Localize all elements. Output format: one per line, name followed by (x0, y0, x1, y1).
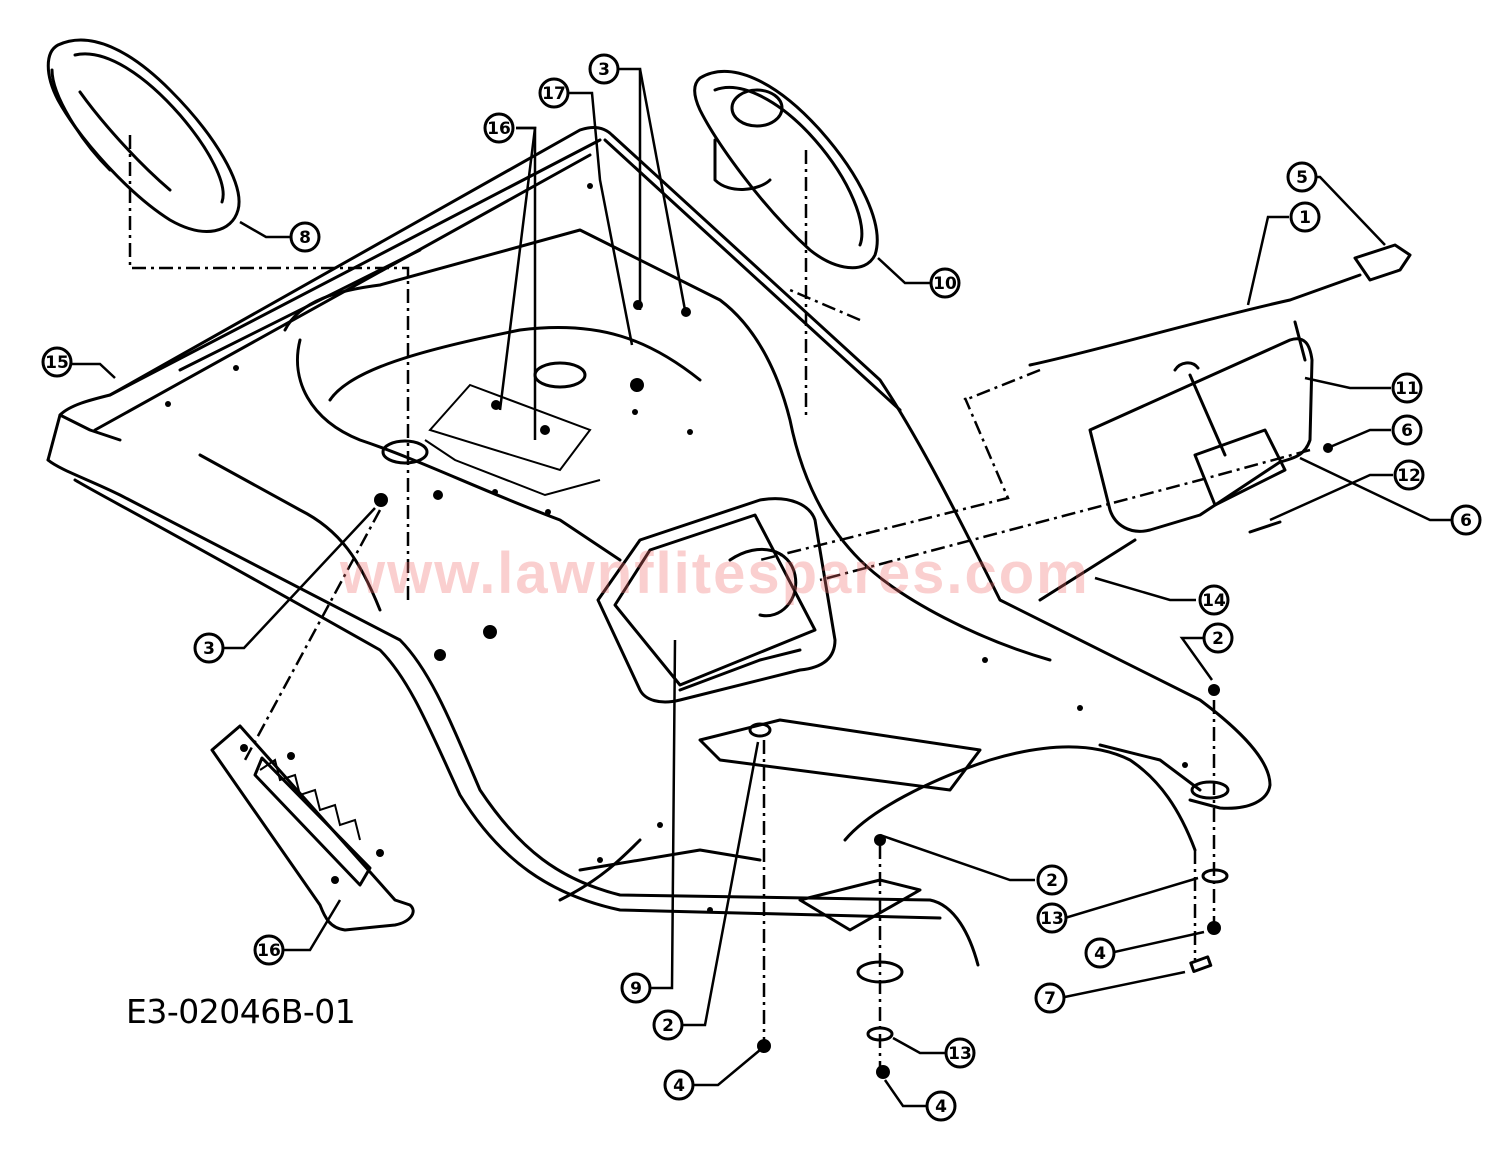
svg-text:4: 4 (935, 1097, 947, 1117)
callout-11: 11 (1391, 372, 1423, 404)
svg-text:16: 16 (257, 941, 281, 961)
assembly-lines (128, 135, 1311, 1075)
callout-4-bottom-right: 4 (925, 1090, 957, 1122)
callout-9: 9 (620, 972, 652, 1004)
svg-text:16: 16 (487, 119, 511, 139)
callout-4-bottom-left: 4 (663, 1069, 695, 1101)
callout-8: 8 (289, 221, 321, 253)
svg-text:2: 2 (1046, 871, 1058, 891)
callout-14: 14 (1198, 584, 1230, 616)
callout-17: 17 (538, 77, 570, 109)
part-headlight-left (46, 38, 241, 233)
svg-text:2: 2 (1212, 629, 1224, 649)
callout-16-top: 16 (483, 112, 515, 144)
part-grille-plate (210, 724, 415, 932)
callout-15: 15 (41, 346, 73, 378)
svg-text:6: 6 (1460, 511, 1472, 531)
part-dash-panel (596, 497, 837, 704)
leader-lines (71, 67, 1452, 1108)
callout-1: 1 (1289, 201, 1321, 233)
callout-5: 5 (1286, 161, 1318, 193)
svg-text:7: 7 (1044, 989, 1056, 1009)
callout-7: 7 (1034, 982, 1066, 1014)
svg-text:13: 13 (948, 1044, 972, 1064)
callout-10: 10 (929, 267, 961, 299)
svg-text:8: 8 (299, 228, 311, 248)
part-hood-body (46, 126, 1272, 984)
callout-4-right: 4 (1084, 937, 1116, 969)
callout-6-right: 6 (1391, 414, 1423, 446)
svg-text:11: 11 (1395, 379, 1419, 399)
callout-12: 12 (1393, 459, 1425, 491)
callout-2-right: 2 (1202, 622, 1234, 654)
svg-text:4: 4 (673, 1076, 685, 1096)
callout-3-left: 3 (193, 632, 225, 664)
part-side-cover (1088, 337, 1314, 533)
svg-text:14: 14 (1202, 591, 1226, 611)
svg-text:12: 12 (1397, 466, 1421, 486)
svg-text:2: 2 (662, 1016, 674, 1036)
callout-6-second: 6 (1450, 504, 1482, 536)
callout-2-mid: 2 (1036, 864, 1068, 896)
svg-text:9: 9 (630, 979, 642, 999)
part-wire-harness (1028, 243, 1412, 367)
callout-2-bottom: 2 (652, 1009, 684, 1041)
svg-text:10: 10 (933, 274, 957, 294)
svg-text:13: 13 (1040, 909, 1064, 929)
svg-text:3: 3 (598, 60, 610, 80)
callout-13-right: 13 (1036, 902, 1068, 934)
svg-text:3: 3 (203, 639, 215, 659)
svg-text:4: 4 (1094, 944, 1106, 964)
svg-text:1: 1 (1299, 208, 1311, 228)
drawing-code: E3-02046B-01 (126, 992, 356, 1031)
svg-text:17: 17 (542, 84, 566, 104)
callout-16-bottom: 16 (253, 934, 285, 966)
fasteners (374, 300, 1333, 1079)
svg-text:15: 15 (45, 353, 69, 373)
svg-text:5: 5 (1296, 168, 1308, 188)
callout-3-top: 3 (588, 53, 620, 85)
callout-13-bottom: 13 (944, 1037, 976, 1069)
part-headlight-right (693, 70, 879, 270)
svg-text:6: 6 (1401, 421, 1413, 441)
